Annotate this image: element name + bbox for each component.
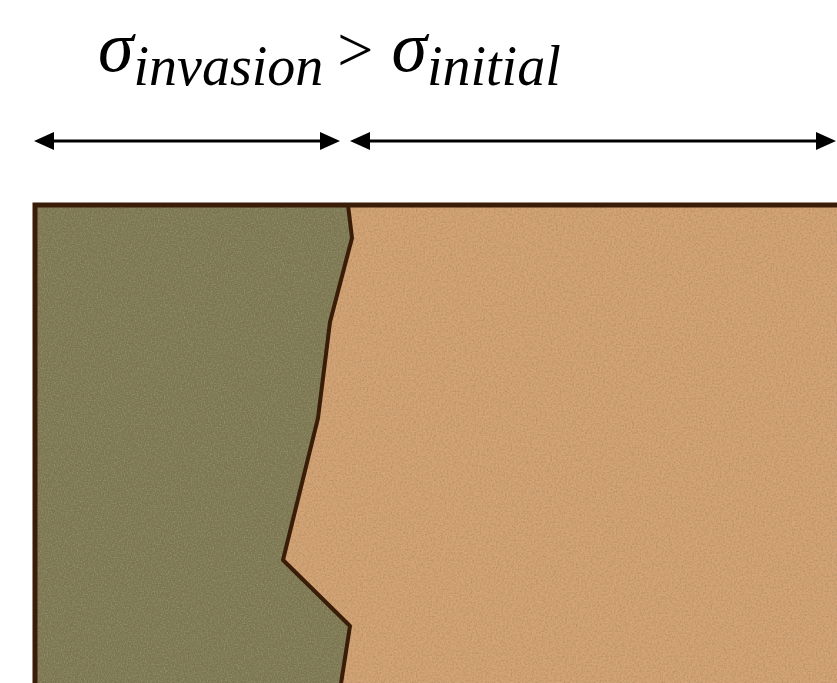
sample-border xyxy=(35,205,837,683)
comparison-sign: > xyxy=(337,15,373,85)
sigma-symbol: σ xyxy=(98,8,134,87)
invasion-front xyxy=(283,205,352,683)
heading-row: σinvasion>σinitial xyxy=(98,8,561,87)
invaded-texture xyxy=(33,203,352,683)
sand-texture xyxy=(33,203,837,683)
dimension-arrows xyxy=(34,132,836,150)
subscript: invasion xyxy=(134,36,324,98)
invaded-region xyxy=(33,203,352,683)
initial-region xyxy=(33,203,837,683)
subscript: initial xyxy=(427,36,561,98)
sigma-symbol: σ xyxy=(391,8,427,87)
